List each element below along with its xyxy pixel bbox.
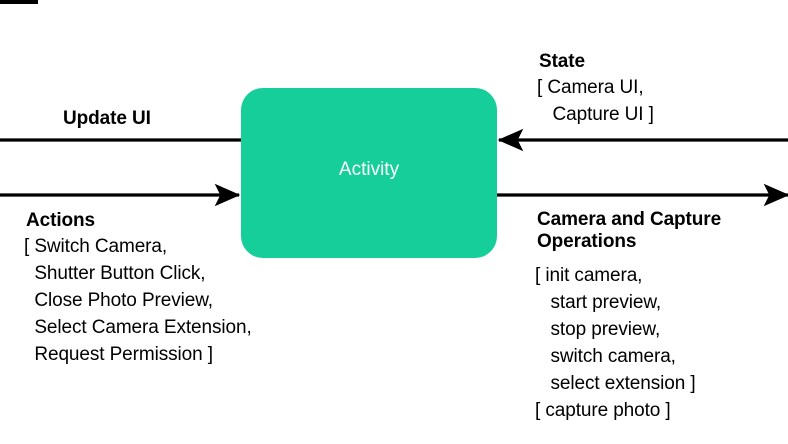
flow-label-actions: Actions	[26, 210, 95, 231]
flow-items-state: [ Camera UI, Capture UI ]	[537, 77, 654, 125]
flow-items-camera-and-capture-operations: [ init camera, start preview, stop previ…	[535, 265, 696, 421]
activity-node-shape[interactable]	[241, 88, 497, 258]
flow-items-actions: [ Switch Camera, Shutter Button Click, C…	[24, 236, 252, 365]
flow-label-update-ui: Update UI	[63, 108, 151, 129]
activity-node-label: Activity	[338, 159, 400, 180]
flow-label-state: State	[539, 51, 585, 72]
crop-artifact-bar	[0, 0, 38, 4]
flow-label-camera-and-capture-operations: Camera and Capture Operations	[537, 209, 722, 252]
